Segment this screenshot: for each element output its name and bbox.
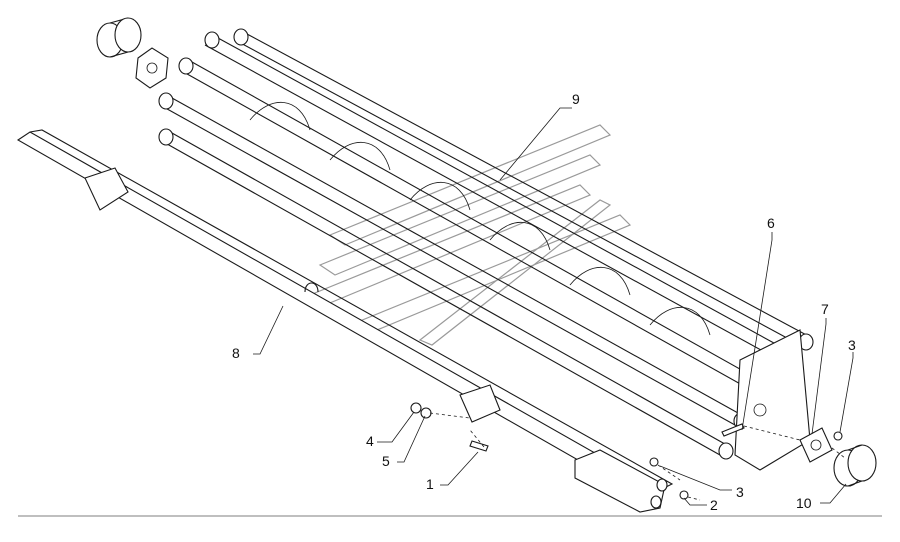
nut-4	[410, 402, 422, 414]
callout-9: 9	[572, 91, 580, 107]
callout-3-right: 3	[848, 337, 856, 353]
watermark-logo	[308, 124, 632, 346]
hardware-parts	[410, 402, 877, 500]
flange-7	[799, 427, 833, 463]
nut-3-lower	[649, 457, 659, 467]
callout-4: 4	[366, 433, 374, 449]
leader-lines	[253, 107, 854, 506]
bolt-1	[469, 440, 489, 452]
assembly-lines	[429, 412, 846, 501]
callout-labels: 9 8 4 5 1 3 2 6 7 3 10	[232, 91, 856, 513]
bearing-ring-top	[96, 17, 169, 89]
cage-roller	[158, 28, 814, 471]
callout-10: 10	[796, 495, 812, 511]
callout-8: 8	[232, 345, 240, 361]
frame-beam	[16, 129, 674, 513]
callout-3-lower: 3	[736, 484, 744, 500]
callout-7: 7	[821, 301, 829, 317]
nut-3-right	[833, 431, 843, 441]
callout-6: 6	[767, 215, 775, 231]
callout-2: 2	[710, 497, 718, 513]
washer-5	[420, 407, 432, 419]
callout-5: 5	[382, 453, 390, 469]
pin-6	[721, 423, 745, 437]
nut-2	[679, 490, 689, 500]
callout-1: 1	[426, 476, 434, 492]
